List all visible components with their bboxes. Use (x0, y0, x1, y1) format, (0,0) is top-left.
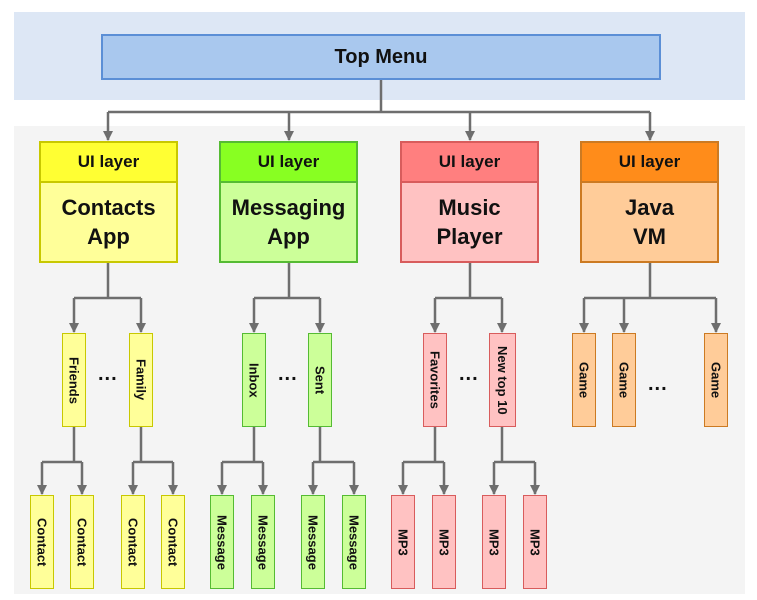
node-mp3-2-label: MP3 (436, 528, 452, 556)
node-inbox[interactable]: Inbox (242, 333, 266, 427)
messaging-app-box[interactable]: UI layer Messaging App (219, 141, 358, 263)
node-message-4-label: Message (346, 514, 362, 570)
node-mp3-2[interactable]: MP3 (432, 495, 456, 589)
contacts-ellipsis: ... (98, 363, 118, 385)
java-vm-box[interactable]: UI layer Java VM (580, 141, 719, 263)
java-vm-name: Java VM (625, 195, 674, 249)
node-message-2-label: Message (255, 514, 271, 570)
music-player-name: Music Player (436, 195, 503, 249)
node-game-3-label: Game (708, 361, 724, 399)
node-mp3-1[interactable]: MP3 (391, 495, 415, 589)
node-contact-2[interactable]: Contact (70, 495, 94, 589)
node-game-1[interactable]: Game (572, 333, 596, 427)
node-contact-3-label: Contact (125, 517, 141, 567)
java-ui-layer: UI layer (582, 143, 717, 183)
music-player-box[interactable]: UI layer Music Player (400, 141, 539, 263)
top-menu-label: Top Menu (334, 45, 428, 68)
node-new-top-10[interactable]: New top 10 (489, 333, 516, 427)
node-mp3-3-label: MP3 (486, 528, 502, 556)
node-contact-4-label: Contact (165, 517, 181, 567)
node-favorites-label: Favorites (427, 351, 443, 409)
node-message-2[interactable]: Message (251, 495, 275, 589)
contacts-app-name: Contacts App (61, 195, 156, 249)
node-game-1-label: Game (576, 361, 592, 399)
node-contact-4[interactable]: Contact (161, 495, 185, 589)
node-message-1[interactable]: Message (210, 495, 234, 589)
messaging-app-name: Messaging App (231, 195, 346, 249)
node-favorites[interactable]: Favorites (423, 333, 447, 427)
node-message-4[interactable]: Message (342, 495, 366, 589)
node-game-3[interactable]: Game (704, 333, 728, 427)
java-ellipsis: ... (648, 373, 668, 395)
node-contact-3[interactable]: Contact (121, 495, 145, 589)
node-contact-2-label: Contact (74, 517, 90, 567)
node-message-3-label: Message (305, 514, 321, 570)
node-mp3-3[interactable]: MP3 (482, 495, 506, 589)
node-friends[interactable]: Friends (62, 333, 86, 427)
messaging-ui-layer: UI layer (221, 143, 356, 183)
node-family-label: Family (133, 359, 149, 401)
node-inbox-label: Inbox (246, 362, 262, 398)
node-family[interactable]: Family (129, 333, 153, 427)
node-message-3[interactable]: Message (301, 495, 325, 589)
node-friends-label: Friends (66, 356, 82, 404)
messaging-ellipsis: ... (278, 363, 298, 385)
node-message-1-label: Message (214, 514, 230, 570)
node-sent[interactable]: Sent (308, 333, 332, 427)
music-ui-layer: UI layer (402, 143, 537, 183)
top-menu-box[interactable]: Top Menu (101, 34, 661, 80)
music-ellipsis: ... (459, 363, 479, 385)
node-mp3-1-label: MP3 (395, 528, 411, 556)
node-contact-1[interactable]: Contact (30, 495, 54, 589)
contacts-ui-layer: UI layer (41, 143, 176, 183)
node-game-2-label: Game (616, 361, 632, 399)
contacts-app-box[interactable]: UI layer Contacts App (39, 141, 178, 263)
node-mp3-4-label: MP3 (527, 528, 543, 556)
node-new-top-10-label: New top 10 (495, 345, 510, 415)
node-mp3-4[interactable]: MP3 (523, 495, 547, 589)
node-contact-1-label: Contact (34, 517, 50, 567)
node-game-2[interactable]: Game (612, 333, 636, 427)
node-sent-label: Sent (312, 365, 328, 395)
